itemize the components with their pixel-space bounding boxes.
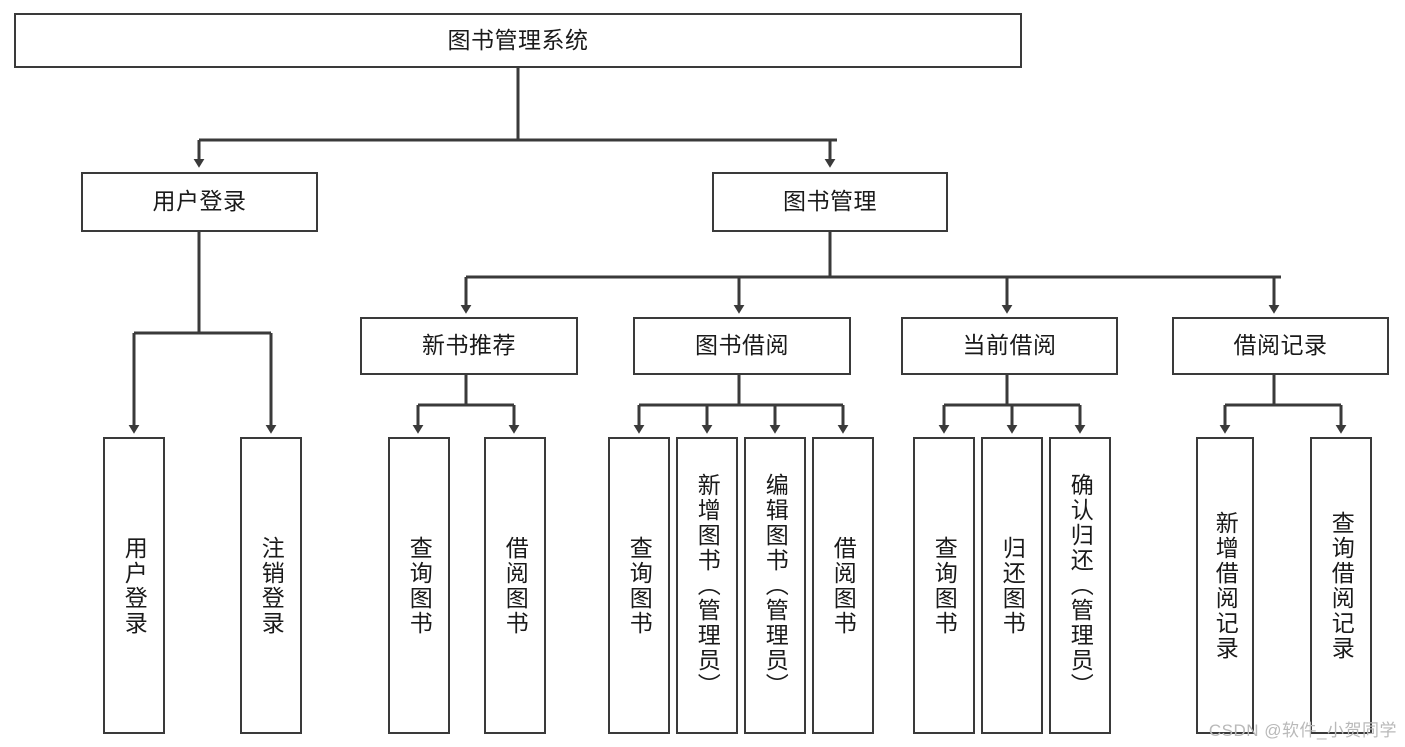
- node-label: 新书推荐: [422, 332, 516, 359]
- node-label: 图书借阅: [695, 332, 789, 359]
- node-label: 编辑图书（管理员）: [762, 473, 789, 698]
- node-label: 归还图书: [999, 535, 1026, 636]
- node-label: 确认归还（管理员）: [1067, 473, 1094, 698]
- node-label: 借阅图书: [830, 535, 857, 636]
- node-label: 用户登录: [121, 535, 148, 636]
- node-current-borrow[interactable]: 当前借阅: [901, 317, 1118, 375]
- node-book-borrow[interactable]: 图书借阅: [633, 317, 851, 375]
- leaf-user-login-logout[interactable]: 注销登录: [240, 437, 302, 734]
- node-root-system[interactable]: 图书管理系统: [14, 13, 1022, 68]
- node-label: 图书管理系统: [447, 26, 589, 53]
- leaf-borrow-borrow-book[interactable]: 借阅图书: [812, 437, 874, 734]
- leaf-current-return-book[interactable]: 归还图书: [981, 437, 1043, 734]
- node-user-login[interactable]: 用户登录: [81, 172, 318, 232]
- leaf-records-query-record[interactable]: 查询借阅记录: [1310, 437, 1372, 734]
- leaf-borrow-query-book[interactable]: 查询图书: [608, 437, 670, 734]
- node-new-book-recommend[interactable]: 新书推荐: [360, 317, 578, 375]
- leaf-user-login-login[interactable]: 用户登录: [103, 437, 165, 734]
- node-label: 图书管理: [783, 188, 877, 215]
- node-label: 查询图书: [406, 535, 433, 636]
- node-label: 查询图书: [931, 535, 958, 636]
- leaf-borrow-add-book[interactable]: 新增图书（管理员）: [676, 437, 738, 734]
- leaf-current-query-book[interactable]: 查询图书: [913, 437, 975, 734]
- node-book-management[interactable]: 图书管理: [712, 172, 948, 232]
- node-label: 借阅图书: [502, 535, 529, 636]
- node-label: 查询图书: [626, 535, 653, 636]
- node-label: 借阅记录: [1233, 332, 1328, 359]
- leaf-borrow-edit-book[interactable]: 编辑图书（管理员）: [744, 437, 806, 734]
- node-label: 新增借阅记录: [1212, 510, 1239, 661]
- leaf-records-add-record[interactable]: 新增借阅记录: [1196, 437, 1254, 734]
- node-label: 当前借阅: [962, 332, 1057, 359]
- node-label: 新增图书（管理员）: [694, 473, 721, 698]
- node-borrow-records[interactable]: 借阅记录: [1172, 317, 1389, 375]
- node-label: 查询借阅记录: [1328, 510, 1355, 661]
- leaf-current-confirm-return[interactable]: 确认归还（管理员）: [1049, 437, 1111, 734]
- node-label: 注销登录: [258, 535, 285, 636]
- leaf-recommend-borrow-book[interactable]: 借阅图书: [484, 437, 546, 734]
- leaf-recommend-query-book[interactable]: 查询图书: [388, 437, 450, 734]
- node-label: 用户登录: [152, 188, 247, 215]
